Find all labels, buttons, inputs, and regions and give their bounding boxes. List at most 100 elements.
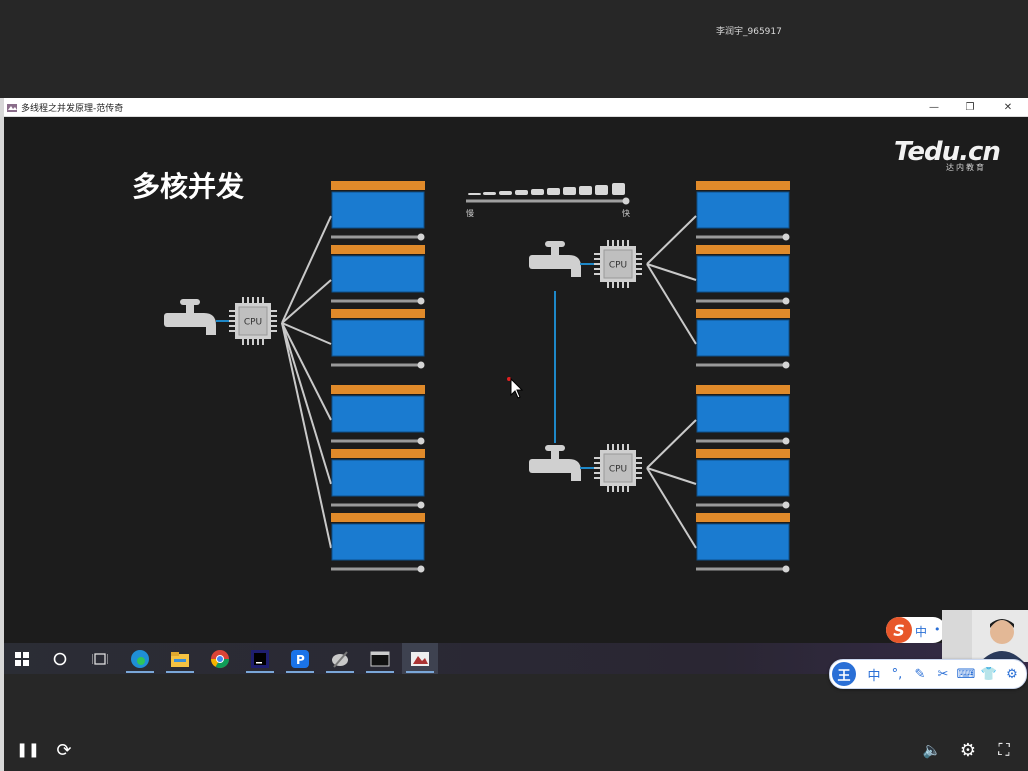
cup-body	[331, 319, 425, 357]
mouse-cursor	[510, 377, 524, 399]
speed-step	[612, 183, 625, 195]
paint-icon	[332, 650, 348, 668]
connection-line	[281, 279, 332, 324]
cup-body	[331, 523, 425, 561]
taskbar-terminal[interactable]	[362, 643, 398, 674]
faucet-spout	[192, 313, 216, 335]
cup-meter-knob	[782, 565, 790, 573]
cup-body	[696, 319, 790, 357]
running-indicator	[366, 671, 394, 673]
recording-header: 李润宇_965917	[0, 0, 1028, 98]
slide-title: 多核并发	[132, 170, 245, 203]
replay-button[interactable]: ⟳	[52, 738, 76, 762]
ime-scissors-button[interactable]: ✂	[937, 666, 949, 682]
running-indicator	[126, 671, 154, 673]
window-edge	[0, 0, 4, 771]
cup-meter-knob	[417, 233, 425, 241]
cup-body	[331, 255, 425, 293]
connection-line	[646, 467, 697, 549]
cup-body	[696, 255, 790, 293]
cpu-die	[603, 453, 633, 483]
cpu-label: CPU	[244, 318, 262, 328]
faucet-handle	[545, 445, 565, 451]
cup-lid	[331, 385, 425, 394]
cup-lid	[696, 245, 790, 254]
cup-meter-knob	[782, 501, 790, 509]
running-indicator	[286, 671, 314, 673]
taskbar-edge[interactable]	[122, 643, 158, 674]
speed-step	[515, 190, 528, 195]
restore-button[interactable]: ❐	[952, 98, 988, 116]
cup-lid	[331, 449, 425, 458]
faucet-handle	[545, 241, 565, 247]
cup-body	[696, 459, 790, 497]
speed-step	[579, 186, 592, 195]
cup-lid	[331, 309, 425, 318]
cpu-label: CPU	[609, 261, 627, 271]
cup-meter-knob	[417, 565, 425, 573]
cup-lid	[696, 513, 790, 522]
sogou-ime-floater[interactable]: S 中 •	[886, 617, 946, 643]
minimize-button[interactable]: —	[916, 98, 952, 116]
cup-lid	[696, 385, 790, 394]
settings-icon: ⚙	[959, 739, 977, 761]
faucet-spout	[557, 255, 581, 277]
svg-text:P: P	[296, 653, 305, 667]
ime-skin-button[interactable]: 👕	[980, 666, 998, 682]
ime-keyboard-button[interactable]: ⌨	[956, 666, 976, 682]
running-indicator	[406, 671, 434, 673]
taskbar-slide-player[interactable]	[402, 643, 438, 674]
pause-icon: ❚❚	[16, 742, 40, 758]
fullscreen-button[interactable]: ⛶	[992, 738, 1016, 762]
taskbar-p-app[interactable]: P	[282, 643, 318, 674]
speed-step	[531, 189, 544, 195]
cpu-die	[238, 306, 268, 336]
window-titlebar: 多线程之并发原理-范传奇 — ❐ ✕	[4, 98, 1028, 117]
connection-line	[281, 322, 332, 485]
speed-step	[563, 187, 576, 195]
window-title: 多线程之并发原理-范传奇	[21, 104, 124, 114]
task-view-button[interactable]	[82, 643, 118, 674]
sogou-dot: •	[934, 623, 941, 636]
running-indicator	[166, 671, 194, 673]
taskbar-file-explorer[interactable]	[162, 643, 198, 674]
faucet-stem	[551, 451, 559, 459]
cortana-button[interactable]	[42, 643, 78, 674]
connection-line	[281, 215, 332, 324]
cup-body	[696, 191, 790, 229]
ime-chinese-toggle[interactable]: 中	[867, 668, 881, 684]
cpu-die	[603, 249, 633, 279]
connection-line	[281, 322, 332, 549]
speed-step	[499, 191, 512, 195]
taskbar-intellij[interactable]	[242, 643, 278, 674]
p-app-icon: P	[291, 649, 309, 668]
ime-logo[interactable]: 王	[832, 662, 856, 686]
running-indicator	[246, 671, 274, 673]
ime-toolbar: 王 中 °, ✎ ✂ ⌨ 👕 ⚙	[829, 659, 1027, 689]
windows-icon	[15, 651, 29, 666]
pause-button[interactable]: ❚❚	[16, 738, 40, 762]
tedu-logo: Tedu.cn	[894, 137, 1001, 167]
cup-body	[331, 395, 425, 433]
connection-line	[646, 263, 697, 281]
presenter-avatar	[942, 610, 1028, 662]
cup-lid	[331, 181, 425, 190]
ime-punctuation-toggle[interactable]: °,	[891, 666, 903, 682]
app-icon	[7, 104, 17, 112]
minimize-icon: —	[929, 101, 939, 113]
speed-step	[547, 188, 560, 195]
start-button[interactable]	[4, 643, 40, 674]
taskbar-chrome[interactable]	[202, 643, 238, 674]
webcam-thumbnail	[942, 610, 1028, 662]
ime-settings-button[interactable]: ⚙	[1006, 666, 1018, 682]
cup-meter-knob	[417, 437, 425, 445]
taskbar-paint-app[interactable]	[322, 643, 358, 674]
cup-lid	[696, 449, 790, 458]
close-button[interactable]: ✕	[990, 98, 1026, 116]
cup-lid	[696, 309, 790, 318]
faucet-stem	[186, 305, 194, 313]
volume-button[interactable]: 🔈	[920, 738, 944, 762]
settings-button[interactable]: ⚙	[956, 738, 980, 762]
ime-handwrite-button[interactable]: ✎	[914, 666, 926, 682]
